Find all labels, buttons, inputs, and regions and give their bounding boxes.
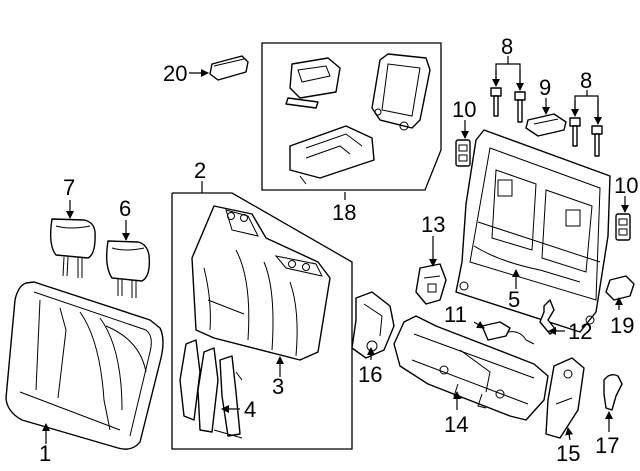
callout-1: 1 (39, 441, 51, 466)
bolster-strips-part (179, 339, 243, 439)
seat-cushion-part (5, 281, 164, 450)
bolts-left-part (490, 87, 526, 123)
callout-2: 2 (194, 158, 206, 183)
callout-4: 4 (244, 397, 256, 422)
trim-13-part (415, 263, 447, 305)
callout-15: 15 (556, 441, 580, 466)
bolts-right-part (569, 117, 603, 157)
latch-10-right-part (615, 213, 631, 241)
cable-11-part (481, 321, 535, 345)
seat-track-14-part (393, 315, 549, 421)
callout-6: 6 (119, 196, 131, 221)
callout-17: 17 (595, 433, 619, 458)
side-cover-15-part (545, 357, 585, 439)
seatback-frame-part (455, 129, 611, 333)
callout-12: 12 (568, 319, 592, 344)
bracket-9-part (525, 113, 567, 137)
headrest-left-part (49, 218, 96, 278)
callout-3: 3 (272, 374, 284, 399)
callout-20: 20 (163, 61, 187, 86)
handle-17-part (603, 373, 623, 411)
callout-18: 18 (332, 200, 356, 225)
seatback-cover-part (191, 205, 331, 361)
callout-5: 5 (508, 287, 520, 312)
callout-13: 13 (421, 212, 445, 237)
callout-labels: 1 2 3 4 5 6 7 8 8 9 10 10 11 12 13 14 15… (39, 34, 638, 466)
latch-10-left-part (455, 139, 471, 167)
callout-19: 19 (610, 313, 634, 338)
callout-9: 9 (539, 75, 551, 100)
callout-8-left: 8 (501, 34, 513, 59)
leader-lines (42, 56, 629, 444)
pad-19-part (605, 275, 635, 301)
headrest-right-part (105, 240, 151, 298)
callout-11: 11 (444, 302, 467, 327)
callout-10-left: 10 (452, 97, 476, 122)
callout-16: 16 (358, 362, 382, 387)
clip-12-part (539, 299, 557, 335)
callout-8-right: 8 (580, 68, 592, 93)
group-box-2 (171, 192, 353, 450)
pad-20-part (209, 55, 249, 81)
hinge-cover-16-part (351, 291, 395, 359)
armrest-assembly-part (285, 53, 431, 185)
callout-10-right: 10 (614, 173, 638, 198)
group-box-18 (261, 42, 442, 191)
callout-14: 14 (444, 412, 468, 437)
callout-7: 7 (63, 175, 75, 200)
